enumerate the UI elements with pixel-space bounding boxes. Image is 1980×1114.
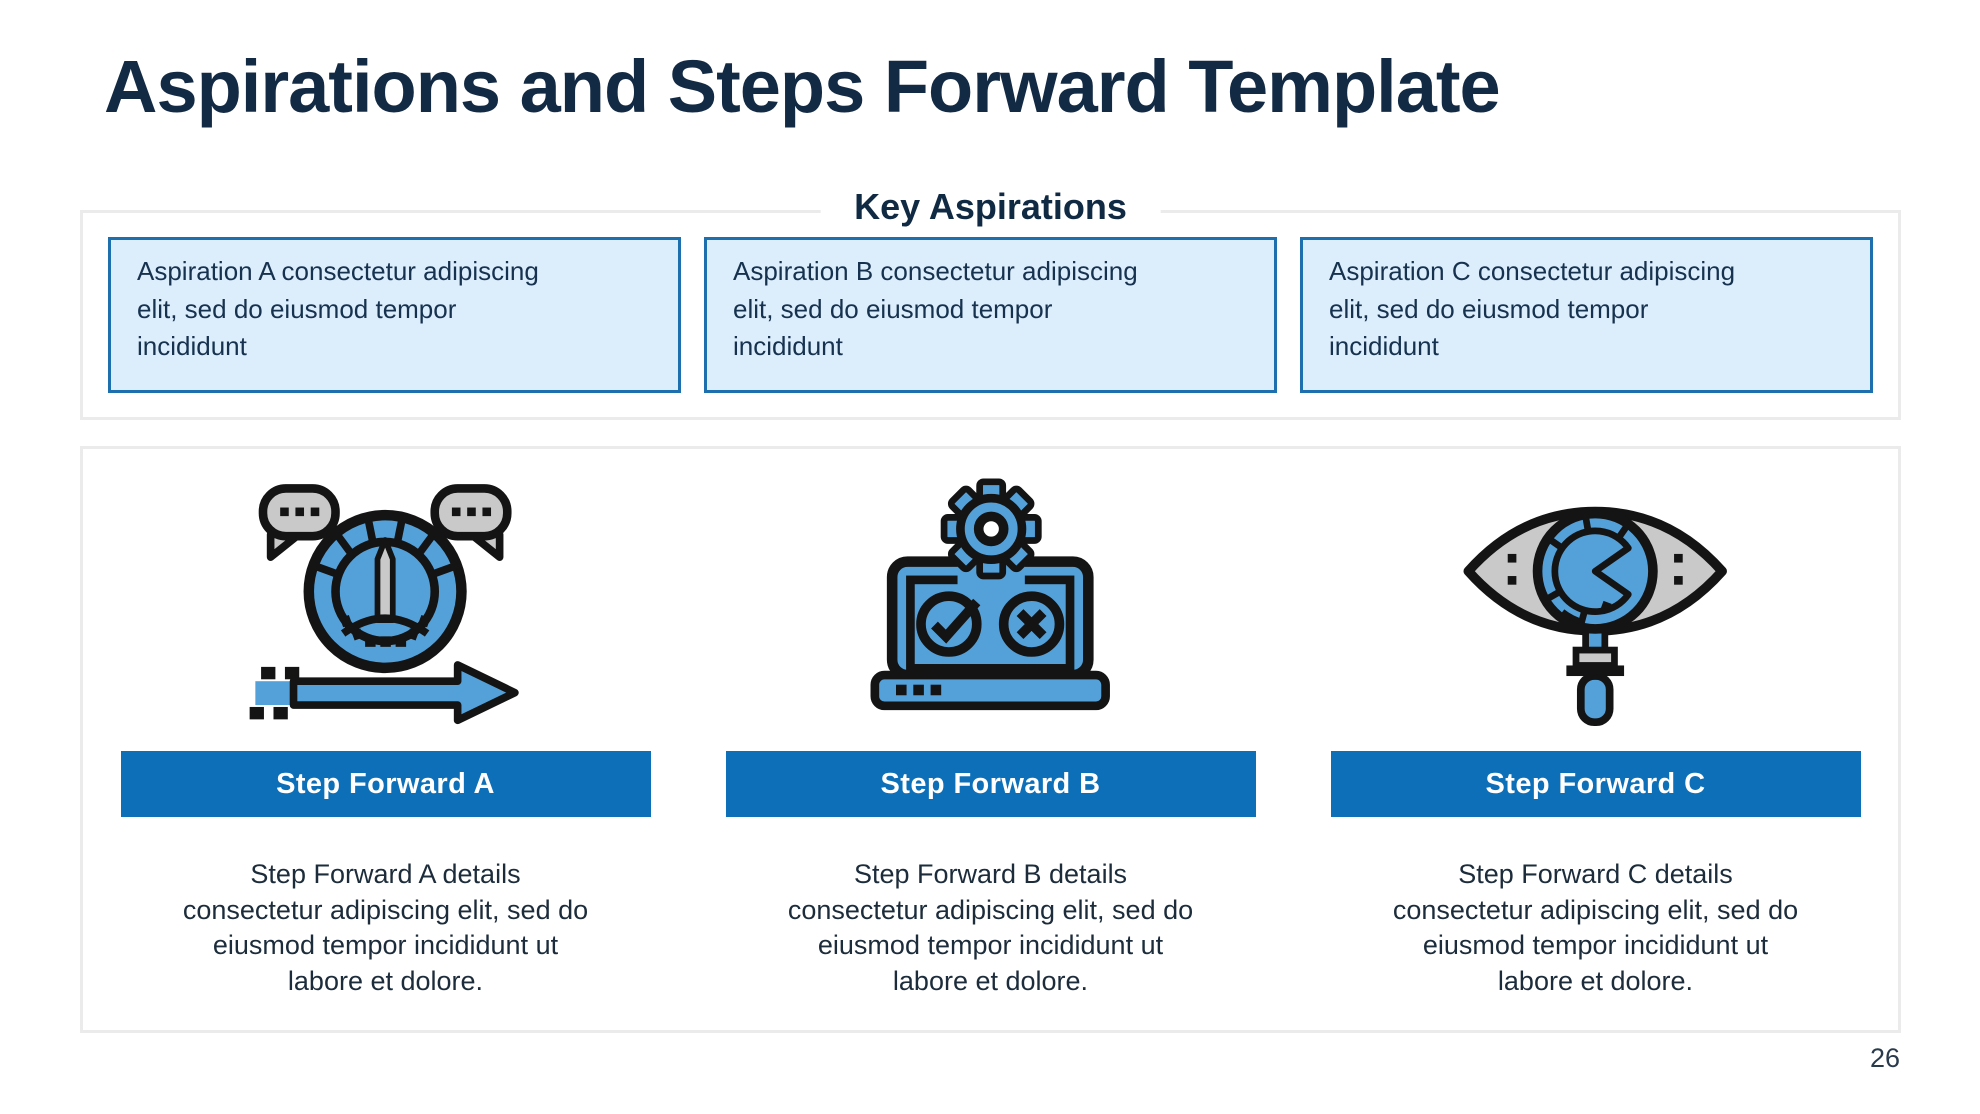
aspiration-boxes: Aspiration A consectetur adipiscing elit… (83, 213, 1898, 417)
step-forward-b-details: Step Forward B details consectetur adipi… (787, 859, 1194, 996)
laptop-gear-check-icon (846, 477, 1134, 727)
page-title: Aspirations and Steps Forward Template (104, 45, 1501, 128)
eye-magnifier-icon (1451, 477, 1739, 727)
step-column-c: Step Forward C Step Forward C details co… (1293, 449, 1898, 1030)
step-column-a: Step Forward A Step Forward A details co… (83, 449, 688, 1030)
step-forward-a-details: Step Forward A details consectetur adipi… (182, 859, 589, 996)
key-aspirations-heading: Key Aspirations (820, 186, 1161, 228)
steps-forward-section: Step Forward A Step Forward A details co… (80, 446, 1901, 1033)
step-column-b: Step Forward B Step Forward B details co… (688, 449, 1293, 1030)
speedometer-arrow-icon (242, 477, 528, 727)
page-number: 26 (1869, 1043, 1900, 1073)
aspiration-box-a: Aspiration A consectetur adipiscing elit… (108, 237, 681, 393)
aspiration-box-b: Aspiration B consectetur adipiscing elit… (704, 237, 1277, 393)
step-forward-a-bar: Step Forward A (120, 751, 651, 817)
step-forward-b-bar: Step Forward B (725, 751, 1256, 817)
aspiration-box-c: Aspiration C consectetur adipiscing elit… (1300, 237, 1873, 393)
step-forward-c-bar: Step Forward C (1330, 751, 1861, 817)
step-forward-c-details: Step Forward C details consectetur adipi… (1392, 859, 1799, 996)
key-aspirations-section: Key Aspirations Aspiration A consectetur… (80, 186, 1901, 420)
